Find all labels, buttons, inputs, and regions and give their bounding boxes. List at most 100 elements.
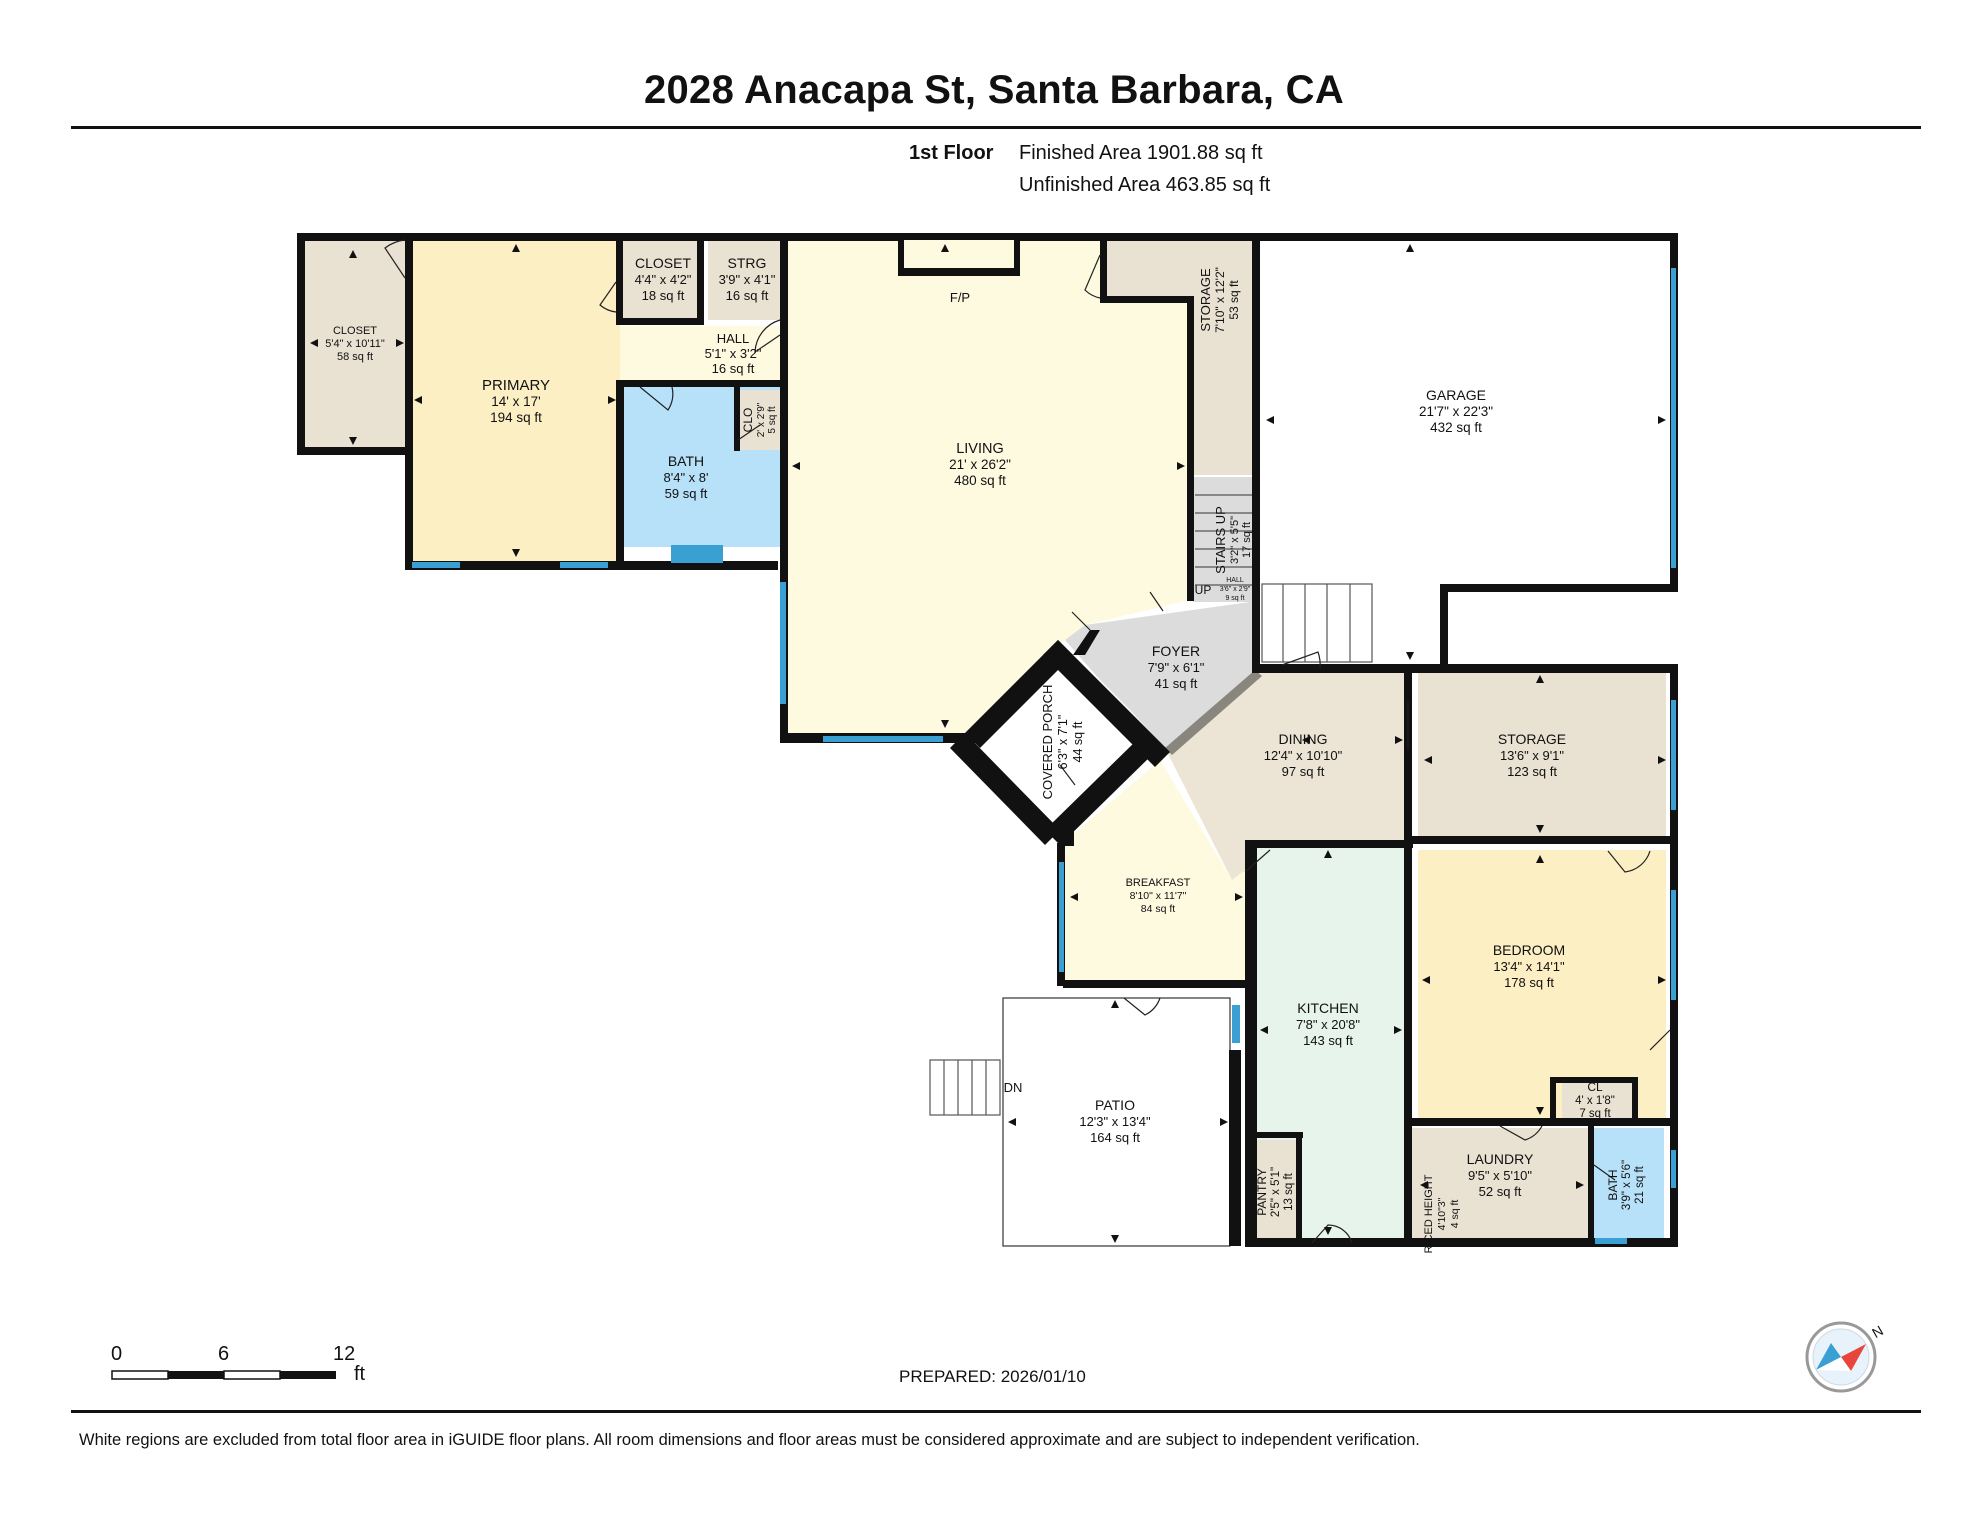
closet-left-area: 58 sq ft <box>337 351 373 363</box>
dining-area: 97 sq ft <box>1282 764 1325 779</box>
foyer-area: 41 sq ft <box>1155 676 1198 691</box>
bath-small-fill <box>1594 1128 1664 1238</box>
living-fill <box>786 239 1190 737</box>
clo-area: 5 sq ft <box>767 406 778 433</box>
hall-name: HALL <box>717 331 750 346</box>
clo-name: CLO <box>741 408 755 433</box>
bedroom-fill <box>1418 850 1666 1122</box>
stairs-name: STAIRS UP <box>1213 506 1228 574</box>
pantry-name: PANTRY <box>1255 1168 1269 1216</box>
strg-dims: 3'9" x 4'1" <box>719 272 776 287</box>
garage-name: GARAGE <box>1426 387 1486 403</box>
cl-fill <box>1562 1082 1634 1120</box>
storage-narrow-area: 53 sq ft <box>1227 280 1241 320</box>
ceiling-area: 4 sq ft <box>1449 1200 1461 1229</box>
bath-small-dims: 3'9" x 5'6" <box>1621 1160 1633 1210</box>
bath-small-name: BATH <box>1606 1169 1620 1200</box>
living-name: LIVING <box>956 441 1004 457</box>
primary-fill <box>410 239 620 567</box>
storage-right-name: STORAGE <box>1498 731 1566 747</box>
up-label: UP <box>1195 583 1212 597</box>
cl-area: 7 sq ft <box>1579 1108 1611 1120</box>
hall-area: 16 sq ft <box>712 361 755 376</box>
pantry-dims: 2'5" x 5'1" <box>1270 1167 1282 1217</box>
patio-dims: 12'3" x 13'4" <box>1079 1114 1151 1129</box>
covered-porch-area: 44 sq ft <box>1071 721 1085 763</box>
doors <box>384 239 1671 1244</box>
kitchen-dims: 7'8" x 20'8" <box>1296 1017 1360 1032</box>
patio-area: 164 sq ft <box>1090 1130 1140 1145</box>
living-dims: 21' x 26'2" <box>949 457 1011 472</box>
foyer-dims: 7'9" x 6'1" <box>1148 660 1205 675</box>
closet-left-name: CLOSET <box>333 325 377 337</box>
kitchen-name: KITCHEN <box>1297 1000 1358 1016</box>
covered-porch-name: COVERED PORCH <box>1040 685 1055 800</box>
dining-dims: 12'4" x 10'10" <box>1264 748 1343 763</box>
strg-area: 16 sq ft <box>726 288 769 303</box>
storage-narrow-dims: 7'10" x 12'2" <box>1213 267 1227 333</box>
bedroom-area: 178 sq ft <box>1504 975 1554 990</box>
primary-dims: 14' x 17' <box>491 394 540 409</box>
closet-left-fill <box>302 239 407 449</box>
room-fills <box>302 239 1666 1240</box>
stairs-area: 17 sq ft <box>1241 522 1253 558</box>
bath-primary-dims: 8'4" x 8' <box>664 470 709 485</box>
scale-seg-2 <box>168 1371 224 1379</box>
closet-left-dims: 5'4" x 10'11" <box>325 338 385 350</box>
primary-name: PRIMARY <box>482 377 550 394</box>
bath-small-area: 21 sq ft <box>1634 1165 1646 1204</box>
scale-zero: 0 <box>111 1343 123 1365</box>
disclaimer: White regions are excluded from total fl… <box>79 1431 1420 1449</box>
scale-end: 12 <box>333 1343 356 1365</box>
pantry-fill <box>1253 1140 1300 1240</box>
dimension-arrows <box>310 244 1666 1243</box>
scale-seg-3 <box>223 1370 281 1380</box>
storage-narrow-fill <box>1190 239 1258 475</box>
breakfast-fill <box>1063 760 1245 985</box>
closet-top-name: CLOSET <box>635 255 691 271</box>
title-rule <box>71 126 1921 129</box>
windows <box>412 268 1676 1244</box>
garage-dims: 21'7" x 22'3" <box>1419 404 1493 419</box>
strg-name: STRG <box>728 255 767 271</box>
cl-dims: 4' x 1'8" <box>1575 1095 1615 1107</box>
kitchen-area: 143 sq ft <box>1303 1033 1353 1048</box>
patio-name: PATIO <box>1095 1097 1135 1113</box>
patio-outline <box>1002 997 1231 1247</box>
scale-seg-1 <box>111 1370 169 1380</box>
laundry-name: LAUNDRY <box>1467 1151 1534 1167</box>
foyer-fill <box>1065 602 1255 748</box>
bath-primary-area: 59 sq ft <box>665 486 708 501</box>
clo-dims: 2' x 2'9" <box>756 402 767 437</box>
pantry-area: 13 sq ft <box>1283 1172 1295 1211</box>
cl-name: CL <box>1587 1080 1603 1094</box>
footer-rule <box>71 1410 1921 1413</box>
clo-fill <box>738 390 782 450</box>
dining-fill <box>1165 670 1412 880</box>
breakfast-dims: 8'10" x 11'7" <box>1130 890 1187 902</box>
hall-small-dims: 3'6" x 2'9" <box>1220 586 1251 593</box>
laundry-area: 52 sq ft <box>1479 1184 1522 1199</box>
foyer-name: FOYER <box>1152 643 1200 659</box>
hall-small-name: HALL <box>1226 577 1244 584</box>
bedroom-name: BEDROOM <box>1493 942 1565 958</box>
laundry-fill <box>1408 1128 1588 1238</box>
compass-icon: N <box>1805 1321 1886 1393</box>
fp-label: F/P <box>950 290 970 305</box>
covered-porch-dims: 6'3" x 7'1" <box>1056 715 1070 770</box>
closet-top-area: 18 sq ft <box>642 288 685 303</box>
strg-fill <box>708 239 783 320</box>
dining-name: DINING <box>1279 731 1328 747</box>
breakfast-name: BREAKFAST <box>1126 877 1191 889</box>
stairs-fill <box>1193 477 1256 602</box>
room-labels: CLOSET 5'4" x 10'11" 58 sq ft PRIMARY 14… <box>325 255 1646 1253</box>
storage-right-area: 123 sq ft <box>1507 764 1557 779</box>
bedroom-dims: 13'4" x 14'1" <box>1493 959 1565 974</box>
scale-unit: ft <box>354 1363 366 1385</box>
hall-dims: 5'1" x 3'2" <box>705 346 762 361</box>
compass-label: N <box>1869 1322 1886 1341</box>
hall-fill <box>620 326 783 381</box>
stair-treads <box>929 494 1373 1116</box>
page-title: 2028 Anacapa St, Santa Barbara, CA <box>643 68 1345 112</box>
